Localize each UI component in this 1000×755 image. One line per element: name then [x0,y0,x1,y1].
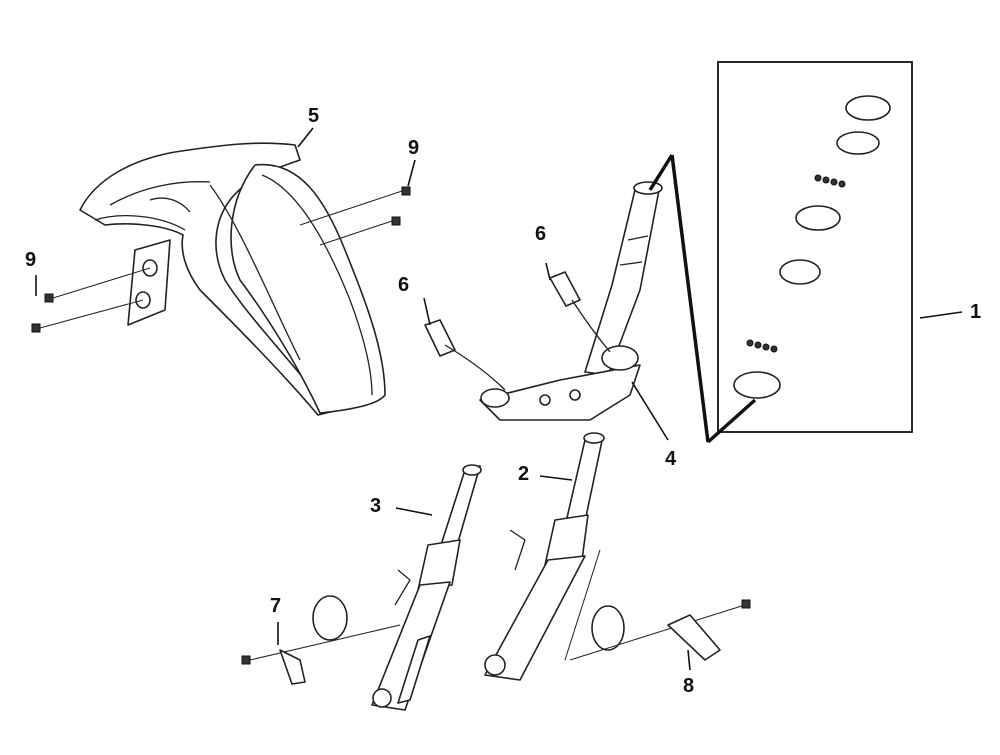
bearing-set-box [717,61,913,433]
callout-9-left: 9 [25,249,36,271]
callout-4: 4 [665,448,677,470]
callout-1: 1 [970,301,981,323]
callout-3: 3 [370,495,381,517]
right-reflector [569,599,751,661]
front-fender [79,142,386,416]
callout-8: 8 [683,675,694,697]
bearing-pointer [648,154,757,444]
fork-right [484,432,605,681]
callout-6-right: 6 [535,223,546,245]
callout-7: 7 [270,595,281,617]
callout-9-right: 9 [408,137,419,159]
callout-2: 2 [518,463,529,485]
brake-hose-clips [424,271,611,391]
fender-bolts [31,186,411,333]
callout-5: 5 [308,105,319,127]
steering-stem [479,181,663,421]
left-reflector [241,595,401,685]
callout-6-left: 6 [398,274,409,296]
fork-left [371,464,482,711]
